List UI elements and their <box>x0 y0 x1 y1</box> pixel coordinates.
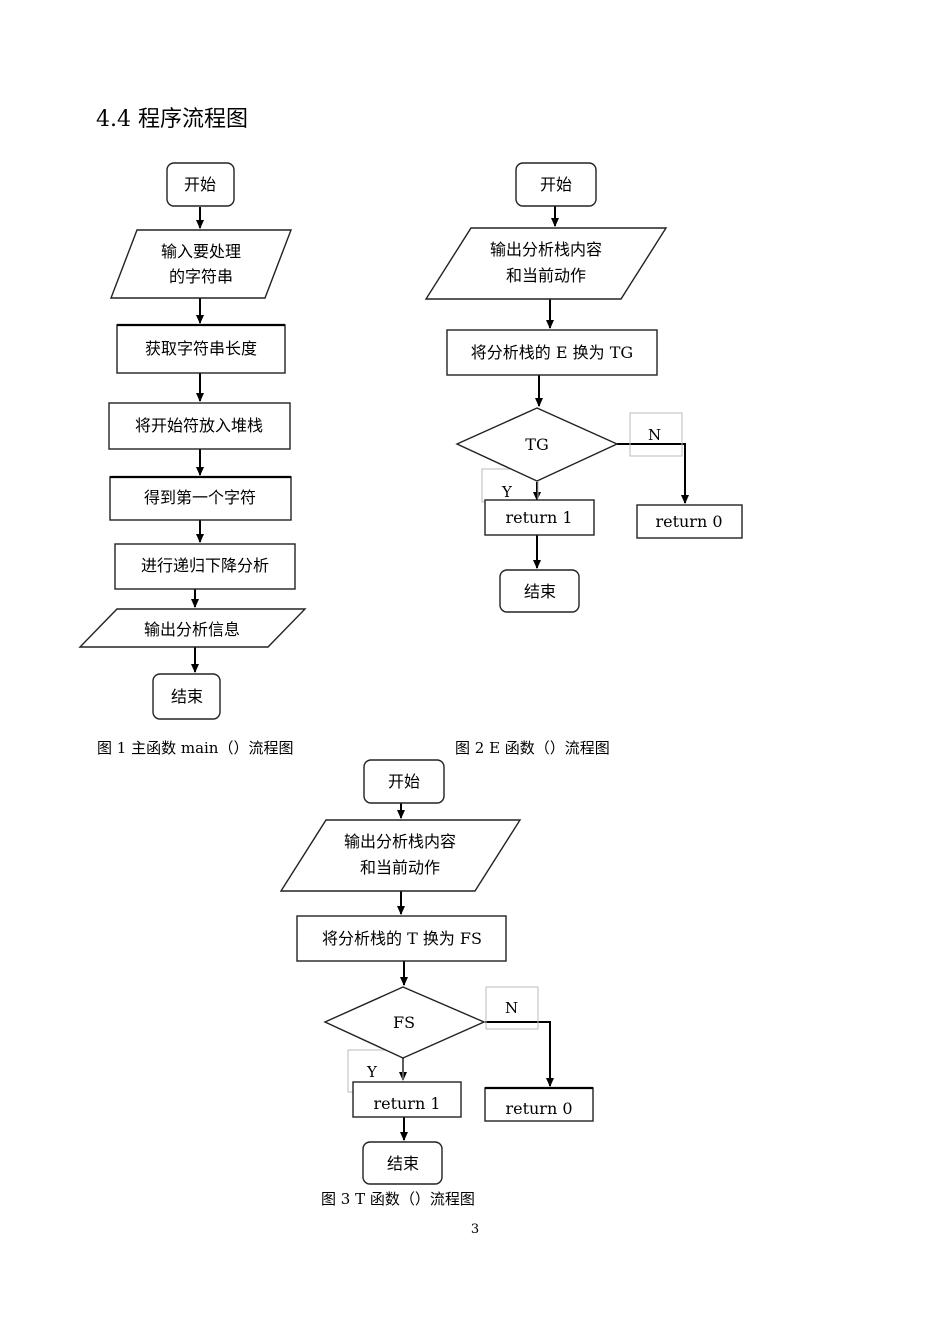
e-start-label: 开始 <box>540 175 572 194</box>
main-output-node <box>78 608 307 648</box>
main-input-label-line1: 输入要处理 <box>161 242 241 261</box>
t-replace-node <box>296 915 507 962</box>
figure-3-caption: 图 3 T 函数（）流程图 <box>321 1190 475 1208</box>
e-decision-label: TG <box>525 435 548 454</box>
main-start-label: 开始 <box>184 175 216 194</box>
e-decision-node <box>455 407 619 482</box>
page-number: 3 <box>471 1222 479 1237</box>
main-start-node <box>166 162 235 207</box>
e-return-yes-node <box>484 499 595 536</box>
e-yes-label: Y <box>501 483 513 501</box>
t-end-node <box>362 1141 443 1185</box>
t-function-flowchart: 开始 输出分析栈内容 和当前动作 将分析栈的 T 换为 FS FS Y N re… <box>279 759 594 1185</box>
t-start-node <box>363 759 445 804</box>
main-output-label: 输出分析信息 <box>144 620 240 639</box>
t-return-no-label: return 0 <box>505 1099 572 1118</box>
t-return-yes-node <box>352 1081 462 1118</box>
e-output-label-line1: 输出分析栈内容 <box>490 240 602 259</box>
t-output-node <box>279 819 522 892</box>
e-end-node <box>499 569 580 613</box>
main-input-label-line2: 的字符串 <box>169 267 233 286</box>
main-step-first-char-label: 得到第一个字符 <box>144 488 256 507</box>
main-input-node <box>109 229 293 299</box>
t-no-label: N <box>505 999 518 1017</box>
main-flowchart: 开始 输入要处理 的字符串 获取字符串长度 将开始符放入堆栈 得到第一个字符 进… <box>78 162 307 720</box>
main-step-length-label: 获取字符串长度 <box>145 339 257 358</box>
t-start-label: 开始 <box>388 772 420 791</box>
main-step-parse-label: 进行递归下降分析 <box>141 556 269 575</box>
section-heading: 4.4 程序流程图 <box>96 107 248 132</box>
t-output-label-line2: 和当前动作 <box>360 858 440 877</box>
e-output-label-line2: 和当前动作 <box>506 266 586 285</box>
t-output-label-line1: 输出分析栈内容 <box>344 832 456 851</box>
main-step-push-node <box>108 402 291 450</box>
t-decision-node <box>323 986 486 1059</box>
e-return-no-node <box>636 504 743 539</box>
main-end-label: 结束 <box>171 687 203 706</box>
main-end-node <box>152 673 221 720</box>
main-step-first-char-node <box>109 476 292 521</box>
e-end-label: 结束 <box>524 582 556 601</box>
t-decision-label: FS <box>393 1013 415 1032</box>
figure-1-caption: 图 1 主函数 main（）流程图 <box>97 739 293 757</box>
t-return-yes-label: return 1 <box>373 1094 440 1113</box>
e-output-node <box>424 227 668 300</box>
figure-2-caption: 图 2 E 函数（）流程图 <box>455 739 610 757</box>
e-start-node <box>515 162 597 207</box>
e-return-no-label: return 0 <box>655 512 722 531</box>
t-yes-label: Y <box>366 1063 378 1081</box>
t-replace-label: 将分析栈的 T 换为 FS <box>322 929 482 948</box>
main-step-parse-node <box>114 543 296 590</box>
t-end-label: 结束 <box>387 1154 419 1173</box>
e-return-yes-label: return 1 <box>505 508 572 527</box>
main-step-push-label: 将开始符放入堆栈 <box>135 416 263 435</box>
e-replace-node <box>446 329 658 376</box>
e-function-flowchart: 开始 输出分析栈内容 和当前动作 将分析栈的 E 换为 TG TG Y N re… <box>424 162 743 613</box>
e-no-label: N <box>648 426 661 444</box>
e-replace-label: 将分析栈的 E 换为 TG <box>471 343 633 362</box>
